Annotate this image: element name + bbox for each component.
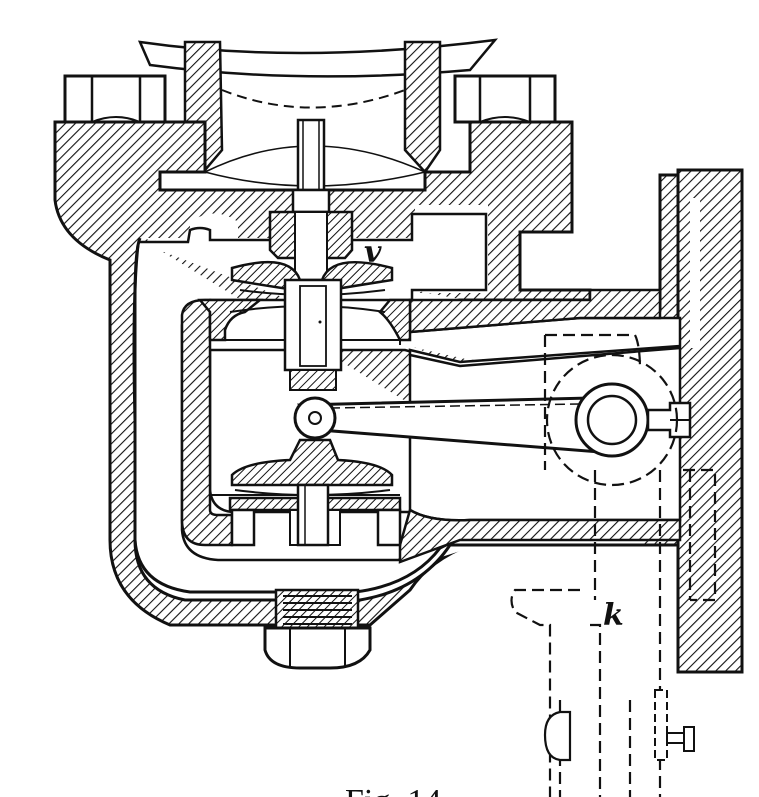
inlet-pipe [137, 38, 498, 187]
figure-caption: Fig. 14. [345, 783, 450, 797]
lower-passage [132, 244, 463, 594]
left-bolt-head [63, 74, 167, 124]
adjuster-screw [543, 689, 695, 762]
right-bolt-head [453, 74, 557, 124]
valve-stem [230, 118, 394, 547]
inner-passage [138, 200, 702, 562]
label-k: k [603, 598, 624, 633]
drain-plug [263, 588, 372, 670]
float-lever [293, 382, 692, 458]
upper-valve-seat [197, 298, 412, 342]
label-v: v [364, 235, 382, 270]
